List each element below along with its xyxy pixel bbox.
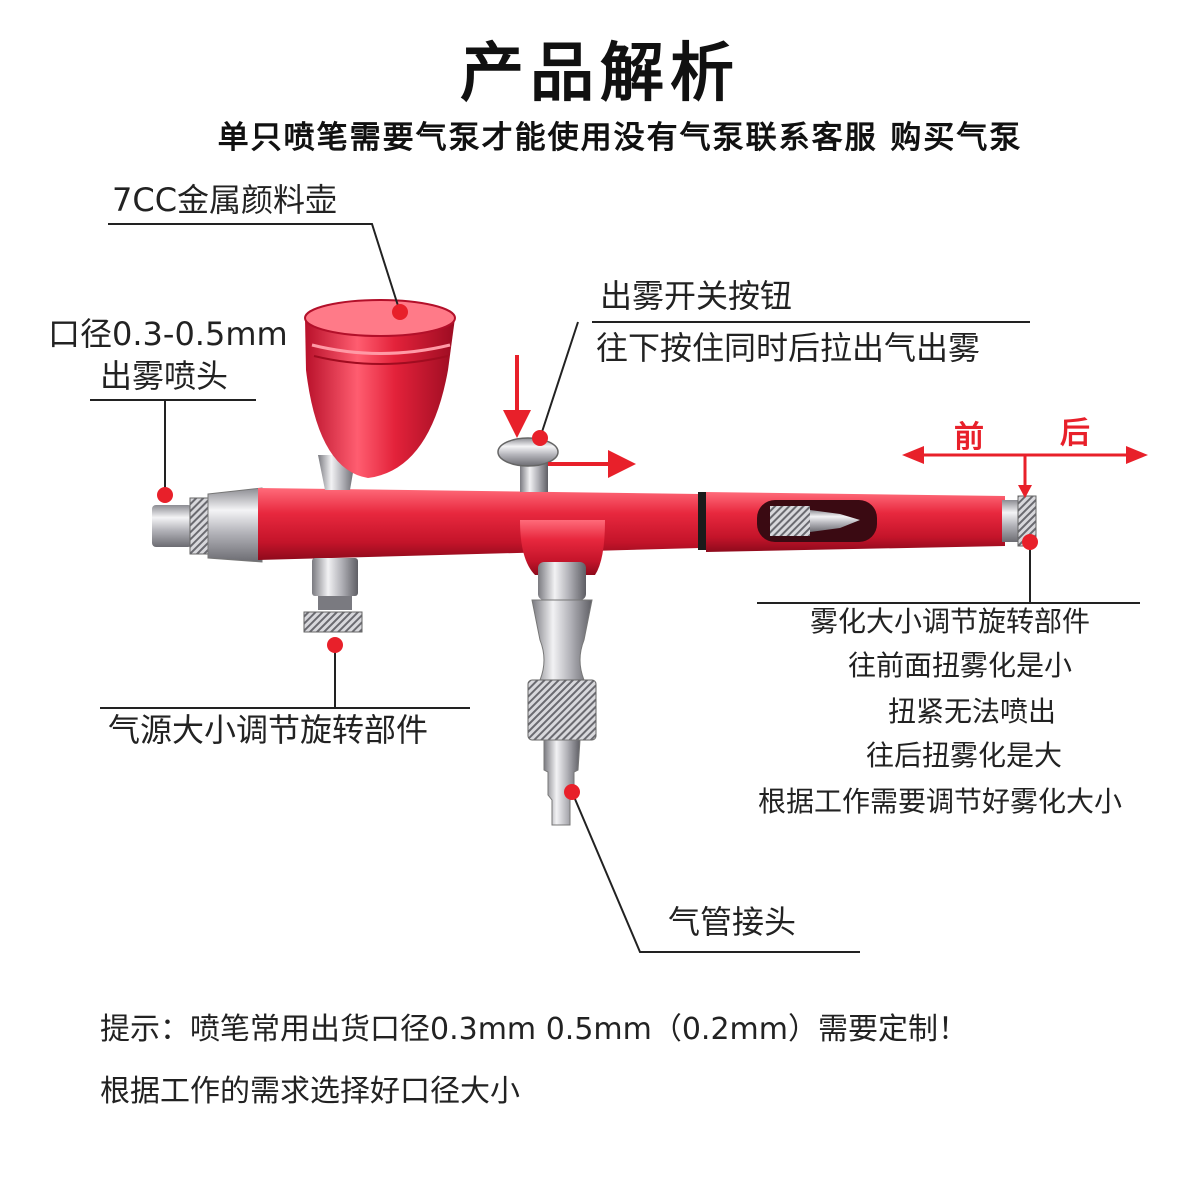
label-trigger-name: 出雾开关按钮: [600, 277, 793, 315]
label-atomize-advice: 根据工作需要调节好雾化大小: [758, 785, 1123, 818]
leader-nozzle: [90, 399, 256, 495]
label-trigger-usage: 往下按住同时后拉出气出雾: [596, 329, 981, 367]
paint-cup: [304, 299, 456, 490]
label-paint-cup: 7CC金属颜料壶: [112, 181, 338, 219]
page-subtitle: 单只喷笔需要气泵才能使用没有气泵联系客服 购买气泵: [217, 120, 1023, 156]
label-atomize-title: 雾化大小调节旋转部件: [810, 605, 1091, 638]
label-atomize-back: 往后扭雾化是大: [866, 739, 1063, 772]
dot-atomize: [1022, 534, 1038, 550]
main-body: [258, 488, 1037, 575]
leader-connector: [571, 791, 860, 953]
page-title: 产品解析: [460, 37, 740, 111]
label-air-connector: 气管接头: [668, 903, 797, 941]
front-back-arrow: [902, 446, 1148, 498]
leader-trigger: [539, 321, 1030, 439]
label-back: 后: [1060, 416, 1090, 451]
dot-air-adjust: [327, 637, 343, 653]
dot-trigger: [532, 430, 548, 446]
airbrush-illustration: [152, 299, 1037, 826]
note-line-1: 提示：喷笔常用出货口径0.3mm 0.5mm（0.2mm）需要定制！: [100, 1012, 969, 1047]
label-front: 前: [954, 420, 984, 455]
nozzle-tip: [152, 487, 263, 563]
dot-connector: [564, 784, 580, 800]
dot-nozzle: [157, 487, 173, 503]
label-nozzle-name: 出雾喷头: [100, 357, 229, 395]
note-line-2: 根据工作的需求选择好口径大小: [100, 1074, 520, 1109]
leader-paint-cup: [108, 223, 401, 313]
dot-paint-cup: [392, 304, 408, 320]
hose-connector: [527, 562, 597, 826]
air-valve: [303, 558, 363, 633]
label-air-adjust: 气源大小调节旋转部件: [108, 711, 429, 749]
leader-air-adjust: [100, 645, 470, 709]
label-nozzle-size: 口径0.3-0.5mm: [48, 315, 288, 353]
label-atomize-front: 往前面扭雾化是小: [848, 649, 1073, 682]
leader-atomize: [757, 542, 1140, 604]
label-atomize-tight: 扭紧无法喷出: [888, 695, 1057, 728]
pull-back-arrow: [548, 450, 636, 478]
press-down-arrow: [503, 355, 531, 438]
